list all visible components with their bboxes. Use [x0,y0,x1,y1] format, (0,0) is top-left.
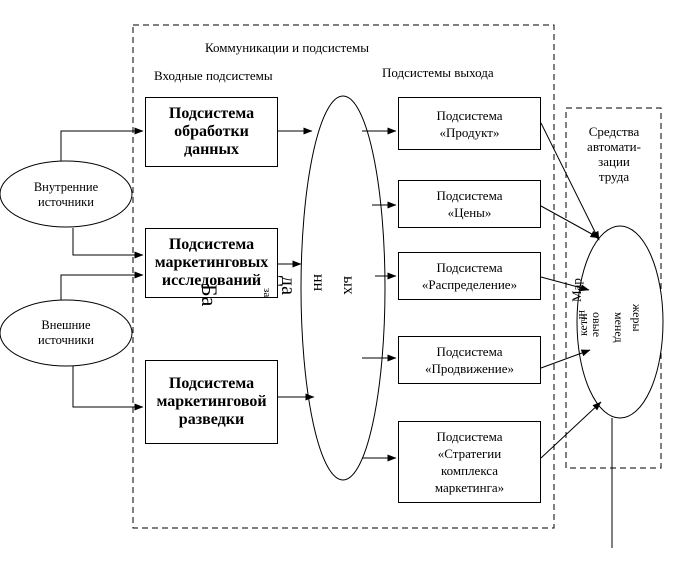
frame-title: Коммуникации и подсистемы [205,40,369,55]
marketing-intelligence-subsystem: Подсистема маркетинговой разведки [145,360,278,444]
internal-sources-label: Внутренние источники [33,180,99,209]
output-subsystems-header: Подсистемы выхода [382,65,494,80]
managers-ellipse [576,225,664,419]
promotion-subsystem: Подсистема «Продвижение» [398,336,541,384]
input-subsystems-header: Входные подсистемы [154,68,273,83]
source-connectors [60,127,144,411]
managers-label-fragment: жеры [630,304,644,332]
managers-label-fragment: Мар [569,278,584,302]
database-to-output-arrows [362,127,397,462]
data-processing-subsystem: Подсистема обработки данных [145,97,278,167]
output-to-managers-arrows [540,122,602,459]
database-label-fragment: Ба [197,284,222,307]
database-label-fragment: нн [310,274,327,292]
managers-label-fragment: овые [590,312,604,338]
internal-sources-ellipse [0,160,133,228]
database-label-fragment: за [261,288,273,298]
input-to-database-arrows [278,127,315,401]
automation-label: Средства автомати- зации труда [587,124,641,184]
automation-frame [565,107,662,469]
communications-frame [132,24,555,529]
managers-label-fragment: менед [612,312,626,343]
marketing-research-subsystem: Подсистема маркетинговых исследований [145,228,278,298]
product-subsystem: Подсистема «Продукт» [398,97,541,150]
price-subsystem: Подсистема «Цены» [398,180,541,228]
marketing-mix-strategy-subsystem: Подсистема «Стратегии комплекса маркетин… [398,421,541,503]
database-label-fragment: ых [340,276,357,295]
database-ellipse [300,95,386,481]
managers-label-fragment: нг [576,310,590,322]
distribution-subsystem: Подсистема «Распределение» [398,252,541,300]
external-sources-ellipse [0,299,133,367]
external-sources-label: Внешние источники [38,318,94,347]
database-label-fragment: да [277,276,299,296]
